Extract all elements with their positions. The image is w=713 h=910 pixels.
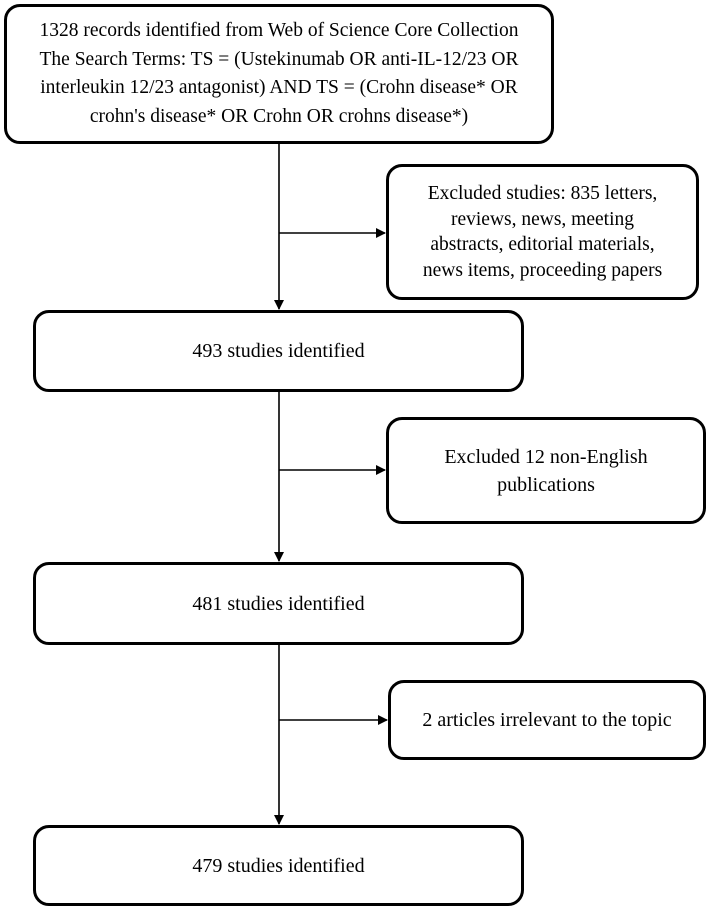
- studies-identified-box-3: 479 studies identified: [33, 825, 524, 906]
- exclusion-box-1: Excluded studies: 835 letters, reviews, …: [386, 164, 699, 300]
- studies-identified-text-1: 493 studies identified: [192, 340, 365, 362]
- exclusion-box-3: 2 articles irrelevant to the topic: [388, 680, 706, 760]
- studies-identified-box-1: 493 studies identified: [33, 310, 524, 392]
- exclusion-text-1: Excluded studies: 835 letters, reviews, …: [422, 183, 663, 281]
- studies-identified-text-3: 479 studies identified: [192, 854, 365, 877]
- search-records-box: 1328 records identified from Web of Scie…: [4, 4, 554, 144]
- studies-identified-text-2: 481 studies identified: [192, 592, 365, 615]
- exclusion-box-2: Excluded 12 non-English publications: [386, 417, 706, 524]
- exclusion-text-2: Excluded 12 non-English publications: [444, 445, 648, 496]
- search-records-text: 1328 records identified from Web of Scie…: [39, 20, 519, 127]
- studies-identified-box-2: 481 studies identified: [33, 562, 524, 645]
- exclusion-text-3: 2 articles irrelevant to the topic: [422, 709, 672, 731]
